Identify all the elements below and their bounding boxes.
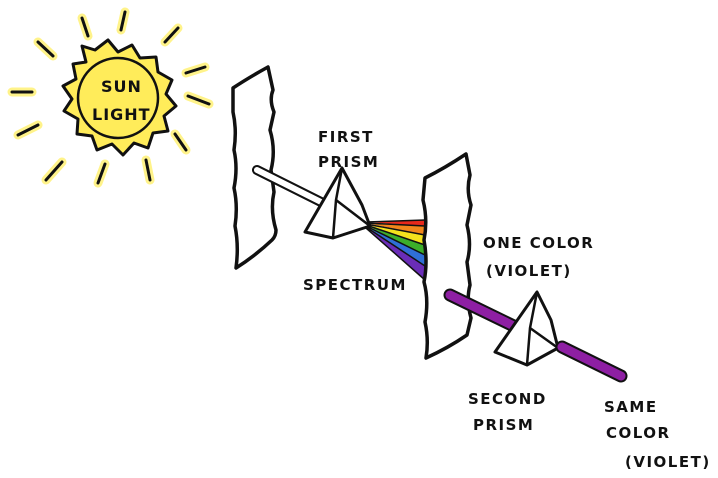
second-prism-label-line2: PRISM: [473, 416, 534, 434]
spectrum-fan: [366, 220, 425, 280]
one-color-label-line1: ONE COLOR: [483, 234, 594, 252]
sun-icon: SUN LIGHT: [12, 12, 209, 183]
same-color-label-line2: COLOR: [606, 424, 671, 442]
second-screen: [423, 154, 471, 358]
first-prism-label-line2: PRISM: [318, 153, 379, 171]
sun-label-line1: SUN: [101, 77, 142, 96]
sun-label-line2: LIGHT: [92, 105, 151, 124]
spectrum-label: SPECTRUM: [303, 276, 407, 294]
same-color-label-line1: SAME: [604, 398, 658, 416]
one-color-label-line2: (VIOLET): [486, 262, 572, 280]
same-color-label-line3: (VIOLET): [625, 453, 711, 471]
violet-beam-out: [562, 347, 621, 376]
first-prism-label-line1: FIRST: [318, 128, 374, 146]
second-prism-label-line1: SECOND: [468, 390, 547, 408]
